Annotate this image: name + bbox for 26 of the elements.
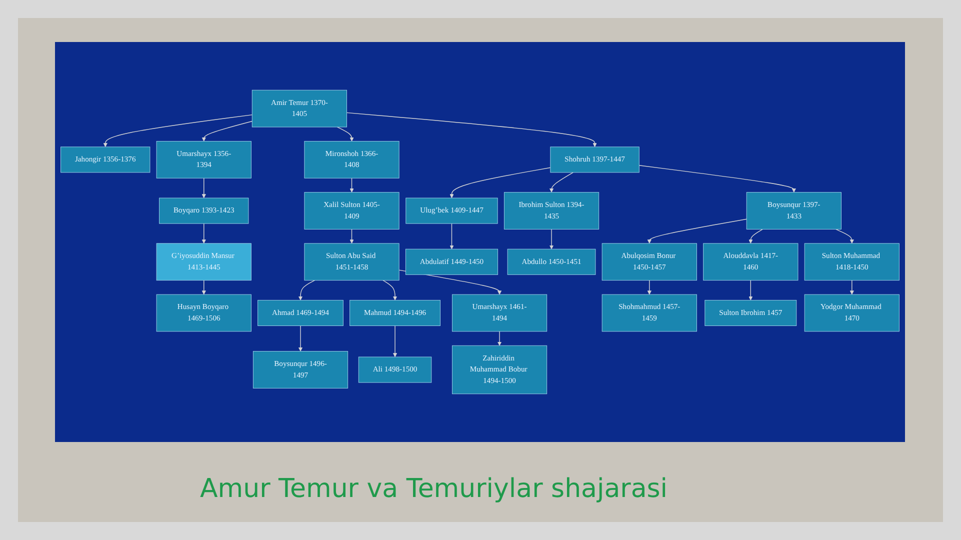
arrow [835,228,854,244]
arrow [298,325,303,352]
arrow [748,228,764,244]
arrow [202,223,206,244]
arrow [748,280,753,300]
arrow [647,280,652,295]
arrow [497,331,502,346]
arrow [346,112,597,148]
arrow [350,228,354,244]
arrow [298,280,316,300]
arrow [549,228,554,250]
arrow [382,280,398,300]
arrow [450,223,454,250]
arrow [350,178,354,192]
arrow [549,172,574,192]
arrow [647,218,747,244]
arrow [450,167,551,198]
arrow [336,126,354,142]
arrow [638,165,796,192]
arrow [392,325,398,358]
arrow [103,114,252,148]
arrow [202,280,206,295]
arrow [850,280,854,295]
caption: Amur Temur va Temuriylar shajarasi [200,474,668,504]
arrow [202,120,252,142]
arrow [202,178,206,198]
